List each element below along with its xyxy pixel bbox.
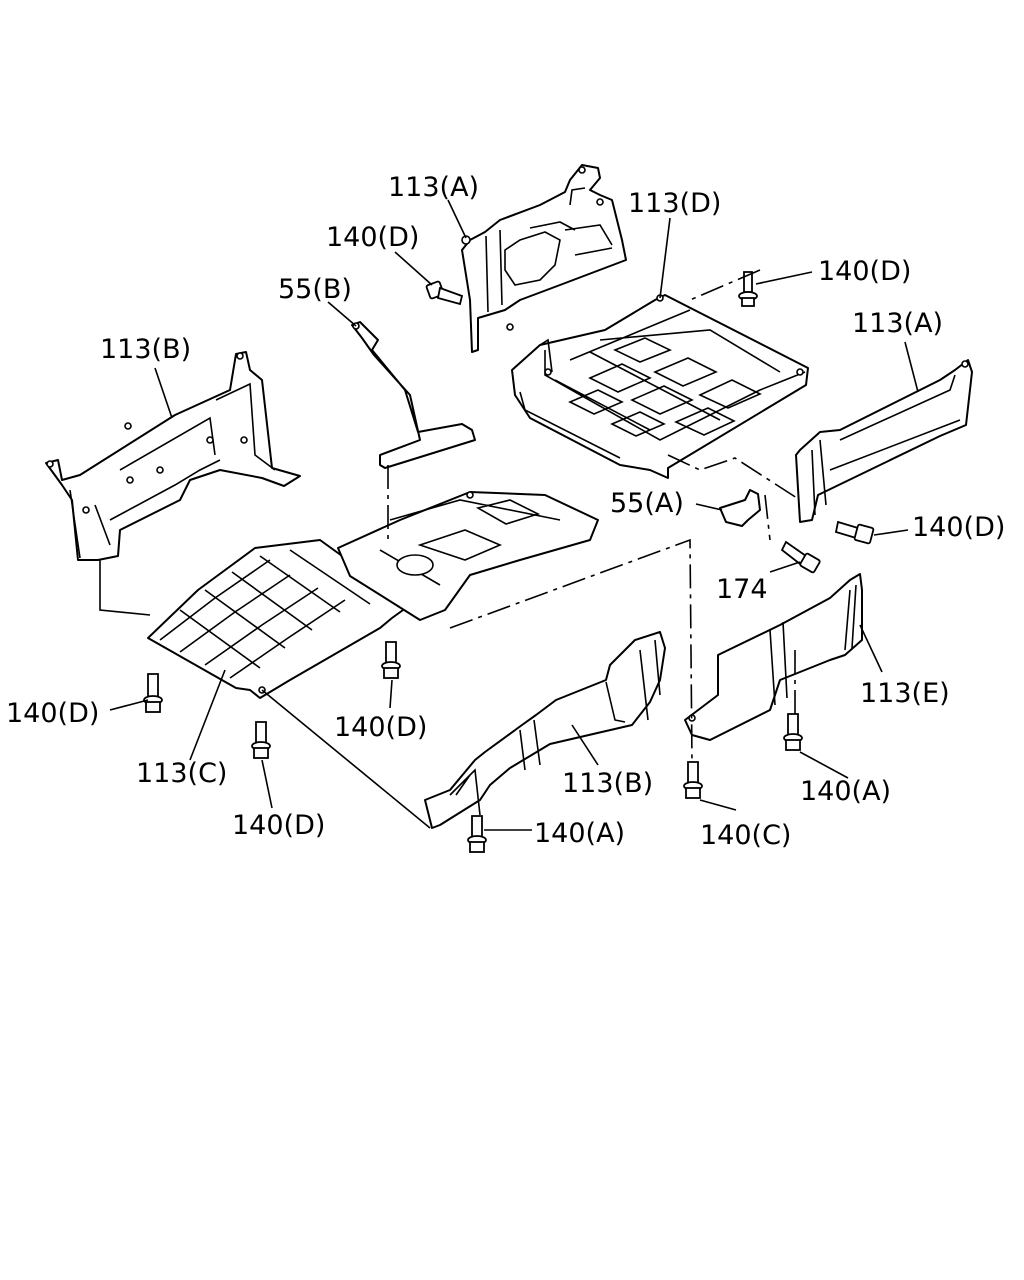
label-140d-upper-right: 140(D) [818,256,911,287]
label-55a: 55(A) [610,488,684,519]
bolt-140d-center [381,641,401,679]
assembly-lines [99,269,801,829]
label-140c: 140(C) [700,820,791,851]
label-140a-bottom: 140(A) [534,818,625,849]
leader-lines [109,199,919,831]
bolt-140a-right [783,713,803,751]
label-140d-center: 140(D) [334,712,427,743]
label-113e: 113(E) [860,678,950,709]
bolt-140d-upper-right [738,271,758,307]
bolt-174 [780,540,821,574]
label-113c: 113(C) [136,758,227,789]
label-140d-left: 140(D) [6,698,99,729]
bolt-140d-left [143,673,163,713]
label-140d-right: 140(D) [912,512,1005,543]
bolt-140d-right [834,520,875,545]
part-113e-right-bracket [684,573,863,741]
part-labels: 113(A) 140(D) 113(D) 140(D) 55(B) 113(B)… [6,172,1005,851]
part-113b-center-rail [424,631,666,829]
part-55b-stay [351,321,476,469]
label-140d-bottom: 140(D) [232,810,325,841]
label-113a-top: 113(A) [388,172,479,203]
bolt-140d-top [425,280,464,306]
label-113b-center: 113(B) [562,768,653,799]
label-55b: 55(B) [278,274,352,305]
bolt-140d-bottom [251,721,271,759]
part-113a-upper-bracket [461,164,627,353]
label-140a-right: 140(A) [800,776,891,807]
bolt-140a-bottom [467,815,487,853]
label-140d-top: 140(D) [326,222,419,253]
label-113a-right: 113(A) [852,308,943,339]
part-113a-side-rail [795,359,973,523]
label-113b-left: 113(B) [100,334,191,365]
bolt-140c [683,761,703,799]
label-113d: 113(D) [628,188,721,219]
part-113b-left-bracket [45,351,301,561]
part-113c-lower-panel [147,491,599,699]
part-113d-floor-panel [511,294,809,479]
part-55a-clip [719,489,761,527]
label-174: 174 [716,574,768,605]
